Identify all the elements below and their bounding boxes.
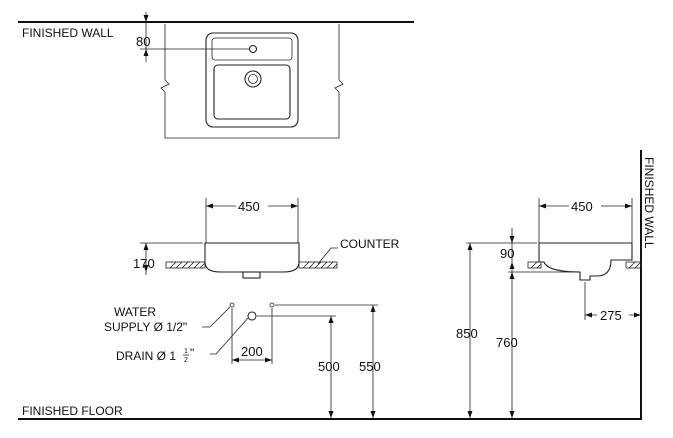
plan-basin-outer	[205, 32, 299, 128]
water-supply-leader	[202, 306, 231, 328]
drain-suffix: "	[190, 346, 194, 360]
supply-point-left	[229, 302, 235, 308]
dim-500-text: 500	[318, 359, 340, 374]
front-450-arrow-left	[206, 203, 213, 209]
dim-850-arrow-top	[467, 243, 473, 250]
finished-wall-top-label: FINISHED WALL	[22, 26, 114, 40]
side-counter-left	[527, 261, 542, 269]
dim-550-arrow-top	[370, 305, 376, 312]
plan-drain-inner	[248, 74, 258, 84]
finished-floor-label: FINISHED FLOOR	[22, 404, 123, 418]
counter-leader	[317, 247, 338, 265]
dim-200-arrow-right	[265, 357, 272, 363]
plan-view: FINISHED WALL 80	[18, 12, 414, 139]
side-450-text: 450	[571, 199, 593, 214]
front-basin-body	[204, 242, 300, 273]
side-450-arrow-right	[625, 203, 632, 209]
side-90-arrow-top	[509, 236, 515, 243]
dim-80-arrow-bottom	[143, 49, 149, 56]
supply-point-right	[269, 302, 275, 308]
dim-850-arrow-bottom	[467, 411, 473, 418]
water-label-line1: WATER	[114, 305, 156, 319]
dim-500-arrow-bottom	[328, 411, 334, 418]
counter-label: COUNTER	[340, 237, 400, 251]
side-90-arrow-bottom	[509, 262, 515, 269]
front-170-text: 170	[133, 256, 155, 271]
front-450-text-bg	[236, 198, 268, 213]
drain-label: DRAIN Ø 1	[116, 349, 176, 363]
drain-frac-num: 1	[184, 348, 188, 355]
dim-550-arrow-bottom	[370, 411, 376, 418]
dim-760-arrow-top	[509, 272, 515, 279]
dim-275-arrow-left	[585, 312, 592, 318]
side-view: FINISHED WALL 450 90 850	[456, 150, 656, 420]
front-view: 450 COUNTER 170 WATER SUPPLY	[104, 198, 400, 418]
front-counter-left	[165, 261, 206, 269]
side-basin-body	[538, 242, 633, 281]
front-170-arrow-bottom	[143, 265, 149, 272]
side-90-text: 90	[500, 246, 514, 261]
dim-850-text: 850	[456, 326, 478, 341]
dim-80-arrow-top	[143, 15, 149, 22]
dim-760-arrow-bottom	[509, 411, 515, 418]
dim-760-text: 760	[496, 335, 518, 350]
dim-275-text: 275	[600, 308, 622, 323]
front-counter-right	[298, 261, 338, 269]
front-basin-drain	[242, 271, 261, 279]
front-450-arrow-right	[291, 203, 298, 209]
drain-leader	[210, 317, 249, 355]
plan-drain-outer	[244, 70, 262, 88]
drain-point	[247, 311, 257, 321]
dim-200-text: 200	[241, 344, 263, 359]
plan-countertop-outline	[160, 24, 344, 139]
dim-80-text: 80	[136, 34, 150, 49]
side-counter-right	[625, 261, 642, 269]
front-450-text: 450	[238, 199, 260, 214]
dim-200-arrow-left	[232, 357, 239, 363]
drain-frac-den: 2	[184, 357, 188, 364]
side-450-arrow-left	[539, 203, 546, 209]
dim-500-arrow-top	[328, 316, 334, 323]
dim-550-text: 550	[359, 359, 381, 374]
dim-275-arrow-right	[634, 312, 641, 318]
plan-tap-hole	[248, 44, 258, 54]
dim-275-text-bg	[597, 307, 629, 322]
plan-basin-bowl	[213, 64, 291, 120]
finished-wall-side-label: FINISHED WALL	[642, 157, 656, 249]
side-450-text-bg	[569, 198, 601, 213]
front-170-arrow-top	[143, 243, 149, 250]
water-label-line2: SUPPLY Ø 1/2"	[104, 320, 187, 334]
